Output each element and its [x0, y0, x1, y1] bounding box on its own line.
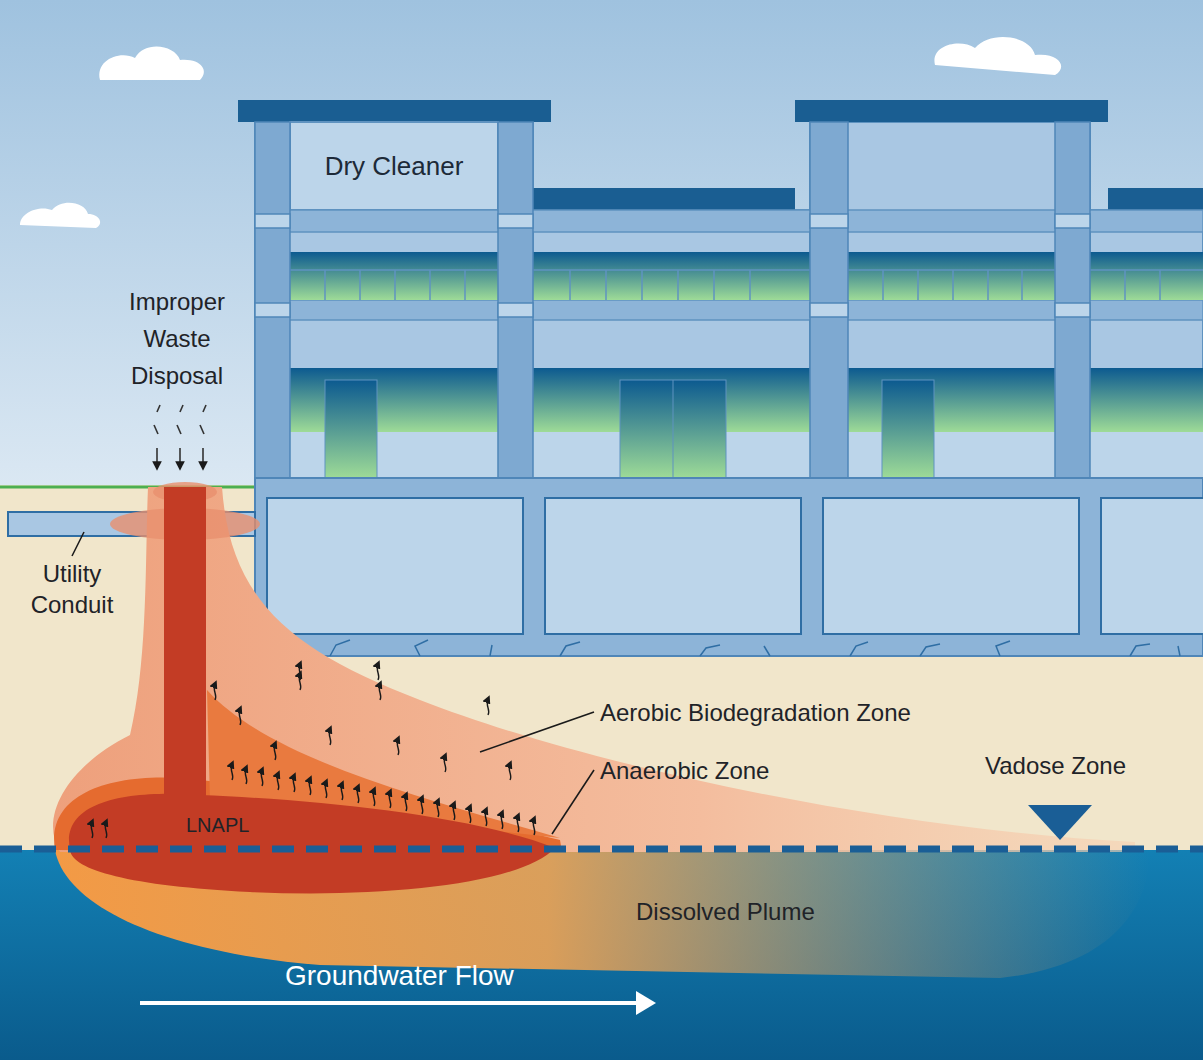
zone-label: Vadose Zone: [985, 750, 1126, 781]
shop-name: Dry Cleaner: [325, 151, 464, 182]
zone-label: Aerobic Biodegradation Zone: [600, 697, 911, 728]
lnapl-label: LNAPL: [186, 812, 249, 838]
disposal-label: Improper Waste Disposal: [112, 283, 242, 395]
plume-label: Dissolved Plume: [636, 896, 815, 927]
zone-label: Anaerobic Zone: [600, 755, 769, 786]
conduit-label: Utility Conduit: [22, 558, 122, 620]
building-panel: Dry Cleaner: [290, 122, 498, 210]
flow-label: Groundwater Flow: [285, 958, 514, 994]
